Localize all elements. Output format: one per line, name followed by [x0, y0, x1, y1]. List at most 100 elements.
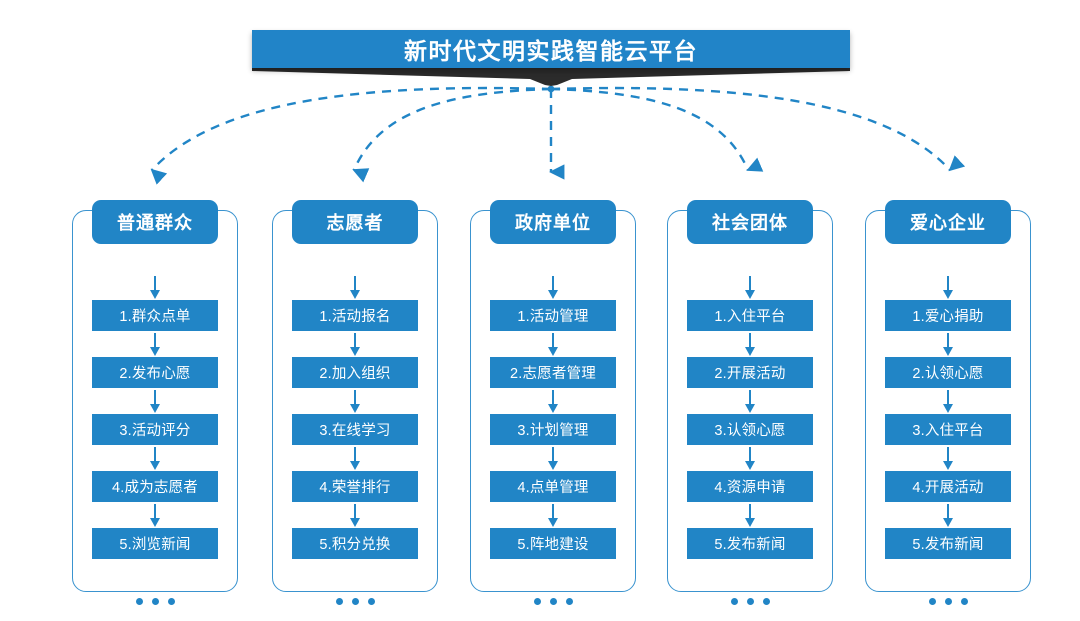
list-item[interactable]: 4.荣誉排行 — [292, 471, 418, 502]
connector-arrow-5 — [550, 86, 966, 172]
column-items-3: 1.活动管理 2.志愿者管理 3.计划管理 4.点单管理 5.阵地建设 — [490, 274, 616, 621]
list-item[interactable]: 5.积分兑换 — [292, 528, 418, 559]
list-item[interactable]: 3.在线学习 — [292, 414, 418, 445]
list-item[interactable]: 5.发布新闻 — [687, 528, 813, 559]
down-arrow-icon — [885, 388, 1011, 414]
connector-arrow-4 — [550, 87, 764, 172]
column-header-label: 政府单位 — [515, 213, 591, 233]
list-item[interactable]: 4.资源申请 — [687, 471, 813, 502]
down-arrow-icon — [92, 445, 218, 471]
column-header-label: 爱心企业 — [910, 213, 986, 233]
ellipsis-more-icon — [885, 581, 1011, 621]
list-item[interactable]: 2.加入组织 — [292, 357, 418, 388]
down-arrow-icon — [687, 388, 813, 414]
down-arrow-icon — [490, 388, 616, 414]
column-items-4: 1.入住平台 2.开展活动 3.认领心愿 4.资源申请 5.发布新闻 — [687, 274, 813, 621]
list-item[interactable]: 2.开展活动 — [687, 357, 813, 388]
column-header-label: 社会团体 — [712, 213, 788, 233]
column-header-2[interactable]: 志愿者 — [292, 200, 418, 244]
column-header-1[interactable]: 普通群众 — [92, 200, 218, 244]
down-arrow-icon — [885, 331, 1011, 357]
column-header-3[interactable]: 政府单位 — [490, 200, 616, 244]
down-arrow-icon — [92, 502, 218, 528]
list-item-label: 5.积分兑换 — [319, 537, 391, 553]
down-arrow-icon — [687, 331, 813, 357]
down-arrow-icon — [885, 445, 1011, 471]
column-social-group: 社会团体 1.入住平台 2.开展活动 3.认领心愿 4.资源申请 5.发布新闻 — [667, 200, 833, 605]
column-volunteer: 志愿者 1.活动报名 2.加入组织 3.在线学习 4.荣誉排行 5.积分兑换 — [272, 200, 438, 605]
list-item[interactable]: 1.群众点单 — [92, 300, 218, 331]
banner-shadow-pointer — [252, 68, 850, 86]
list-item[interactable]: 4.成为志愿者 — [92, 471, 218, 502]
list-item-label: 3.入住平台 — [912, 423, 984, 439]
list-item[interactable]: 2.认领心愿 — [885, 357, 1011, 388]
down-arrow-icon — [92, 274, 218, 300]
connector-arrow-2 — [352, 87, 552, 183]
list-item[interactable]: 2.志愿者管理 — [490, 357, 616, 388]
down-arrow-icon — [687, 502, 813, 528]
list-item-label: 3.计划管理 — [517, 423, 589, 439]
list-item-label: 1.活动报名 — [319, 309, 391, 325]
list-item-label: 2.认领心愿 — [912, 366, 984, 382]
column-items-2: 1.活动报名 2.加入组织 3.在线学习 4.荣誉排行 5.积分兑换 — [292, 274, 418, 621]
list-item[interactable]: 3.活动评分 — [92, 414, 218, 445]
down-arrow-icon — [292, 331, 418, 357]
list-item-label: 3.认领心愿 — [714, 423, 786, 439]
page-title: 新时代文明实践智能云平台 — [404, 38, 698, 64]
down-arrow-icon — [92, 388, 218, 414]
list-item-label: 5.发布新闻 — [714, 537, 786, 553]
down-arrow-icon — [885, 502, 1011, 528]
list-item[interactable]: 3.入住平台 — [885, 414, 1011, 445]
list-item-label: 4.资源申请 — [714, 480, 786, 496]
ellipsis-more-icon — [687, 581, 813, 621]
list-item[interactable]: 4.点单管理 — [490, 471, 616, 502]
list-item[interactable]: 3.计划管理 — [490, 414, 616, 445]
list-item[interactable]: 1.活动管理 — [490, 300, 616, 331]
down-arrow-icon — [490, 502, 616, 528]
list-item[interactable]: 5.浏览新闻 — [92, 528, 218, 559]
list-item-label: 4.荣誉排行 — [319, 480, 391, 496]
list-item[interactable]: 1.爱心捐助 — [885, 300, 1011, 331]
ellipsis-more-icon — [490, 581, 616, 621]
column-items-1: 1.群众点单 2.发布心愿 3.活动评分 4.成为志愿者 5.浏览新闻 — [92, 274, 218, 621]
list-item-label: 3.在线学习 — [319, 423, 391, 439]
list-item-label: 2.加入组织 — [319, 366, 391, 382]
down-arrow-icon — [292, 445, 418, 471]
column-caring-enterprise: 爱心企业 1.爱心捐助 2.认领心愿 3.入住平台 4.开展活动 5.发布新闻 — [865, 200, 1031, 605]
ellipsis-more-icon — [292, 581, 418, 621]
column-items-5: 1.爱心捐助 2.认领心愿 3.入住平台 4.开展活动 5.发布新闻 — [885, 274, 1011, 621]
column-government-unit: 政府单位 1.活动管理 2.志愿者管理 3.计划管理 4.点单管理 5.阵地建设 — [470, 200, 636, 605]
list-item-label: 4.开展活动 — [912, 480, 984, 496]
ellipsis-more-icon — [92, 581, 218, 621]
down-arrow-icon — [687, 274, 813, 300]
list-item-label: 1.群众点单 — [119, 309, 191, 325]
list-item[interactable]: 5.发布新闻 — [885, 528, 1011, 559]
list-item-label: 3.活动评分 — [119, 423, 191, 439]
list-item[interactable]: 4.开展活动 — [885, 471, 1011, 502]
list-item-label: 4.成为志愿者 — [112, 480, 198, 496]
column-ordinary-public: 普通群众 1.群众点单 2.发布心愿 3.活动评分 4.成为志愿者 5.浏览新闻 — [72, 200, 238, 605]
list-item[interactable]: 1.入住平台 — [687, 300, 813, 331]
list-item-label: 2.开展活动 — [714, 366, 786, 382]
list-item[interactable]: 3.认领心愿 — [687, 414, 813, 445]
column-header-4[interactable]: 社会团体 — [687, 200, 813, 244]
down-arrow-icon — [490, 331, 616, 357]
list-item-label: 5.发布新闻 — [912, 537, 984, 553]
list-item-label: 1.活动管理 — [517, 309, 589, 325]
list-item-label: 5.浏览新闻 — [119, 537, 191, 553]
column-header-5[interactable]: 爱心企业 — [885, 200, 1011, 244]
list-item-label: 1.入住平台 — [714, 309, 786, 325]
down-arrow-icon — [490, 274, 616, 300]
list-item[interactable]: 1.活动报名 — [292, 300, 418, 331]
list-item-label: 4.点单管理 — [517, 480, 589, 496]
list-item-label: 2.发布心愿 — [119, 366, 191, 382]
list-item[interactable]: 2.发布心愿 — [92, 357, 218, 388]
down-arrow-icon — [885, 274, 1011, 300]
down-arrow-icon — [92, 331, 218, 357]
column-header-label: 普通群众 — [117, 213, 193, 233]
platform-title-banner: 新时代文明实践智能云平台 — [252, 30, 850, 68]
connector-arrow-1 — [150, 86, 552, 185]
list-item[interactable]: 5.阵地建设 — [490, 528, 616, 559]
